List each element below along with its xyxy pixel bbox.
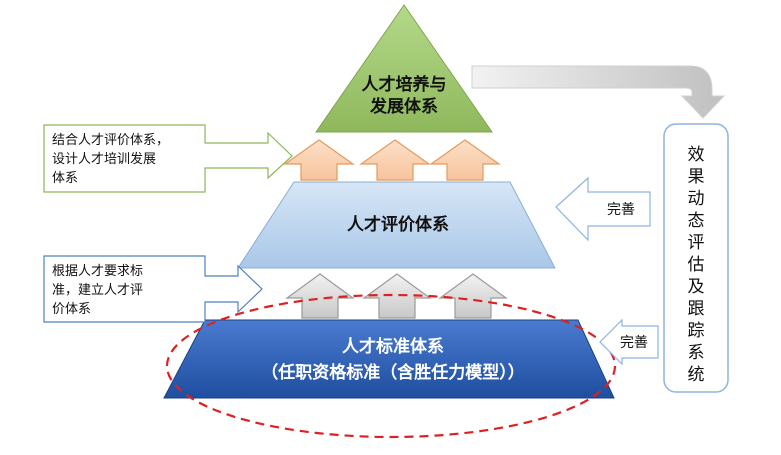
top-tier-triangle: 人才培养与 发展体系 — [315, 4, 493, 133]
gray-up-arrow-2 — [362, 273, 432, 319]
lower-note-callout: 根据人才要求标 准，建立人才评 价体系 — [43, 255, 263, 323]
bottom-tier-title-line1: 人才标准体系 — [342, 336, 444, 357]
orange-up-arrow-3 — [429, 139, 501, 181]
lower-improve-arrow: 完善 — [599, 318, 659, 366]
upper-note-callout: 结合人才评价体系， 设计人才培训发展 体系 — [43, 124, 293, 193]
bottom-tier-trapezoid: 人才标准体系 （任职资格标准（含胜任力模型）） — [163, 319, 615, 399]
feedback-curve-arrow — [471, 65, 726, 119]
middle-tier-trapezoid: 人才评价体系 — [237, 181, 556, 269]
top-tier-title-line2: 发展体系 — [369, 96, 438, 117]
upper-improve-label: 完善 — [607, 202, 635, 218]
upper-note-line1: 结合人才评价体系， — [52, 133, 169, 148]
top-tier-title-line1: 人才培养与 — [362, 74, 447, 95]
gray-up-arrow-1 — [285, 273, 355, 319]
middle-tier-title: 人才评价体系 — [347, 214, 449, 235]
upper-note-line2: 设计人才培训发展 — [52, 151, 156, 167]
panel-char: 踪 — [688, 321, 705, 341]
lower-improve-label: 完善 — [620, 335, 648, 351]
panel-char: 系 — [688, 343, 705, 363]
panel-char: 果 — [688, 167, 705, 187]
gray-up-arrow-3 — [438, 273, 508, 319]
orange-up-arrow-2 — [359, 139, 431, 181]
panel-char: 跟 — [688, 299, 705, 319]
orange-up-arrow-1 — [283, 139, 355, 181]
panel-char: 统 — [688, 365, 705, 385]
panel-char: 评 — [688, 233, 705, 253]
upper-improve-arrow: 完善 — [555, 176, 651, 242]
panel-char: 动 — [688, 189, 705, 209]
highlight-dashed-ellipse — [165, 293, 617, 439]
lower-note-line1: 根据人才要求标 — [52, 264, 143, 279]
orange-up-arrows — [283, 139, 501, 181]
panel-char: 估 — [688, 255, 705, 275]
bottom-tier-title-line2: （任职资格标准（含胜任力模型）） — [261, 362, 525, 383]
evaluation-panel-text: 效 果 动 态 评 估 及 跟 踪 系 统 — [688, 145, 705, 385]
lower-note-line2: 准，建立人才评 — [52, 283, 143, 298]
panel-char: 态 — [688, 211, 705, 231]
evaluation-panel: 效 果 动 态 评 估 及 跟 踪 系 统 — [663, 123, 729, 393]
panel-char: 效 — [688, 145, 705, 165]
panel-char: 及 — [688, 277, 705, 297]
upper-note-line3: 体系 — [52, 171, 78, 186]
lower-note-line3: 价体系 — [52, 302, 91, 317]
gray-up-arrows — [285, 273, 508, 319]
